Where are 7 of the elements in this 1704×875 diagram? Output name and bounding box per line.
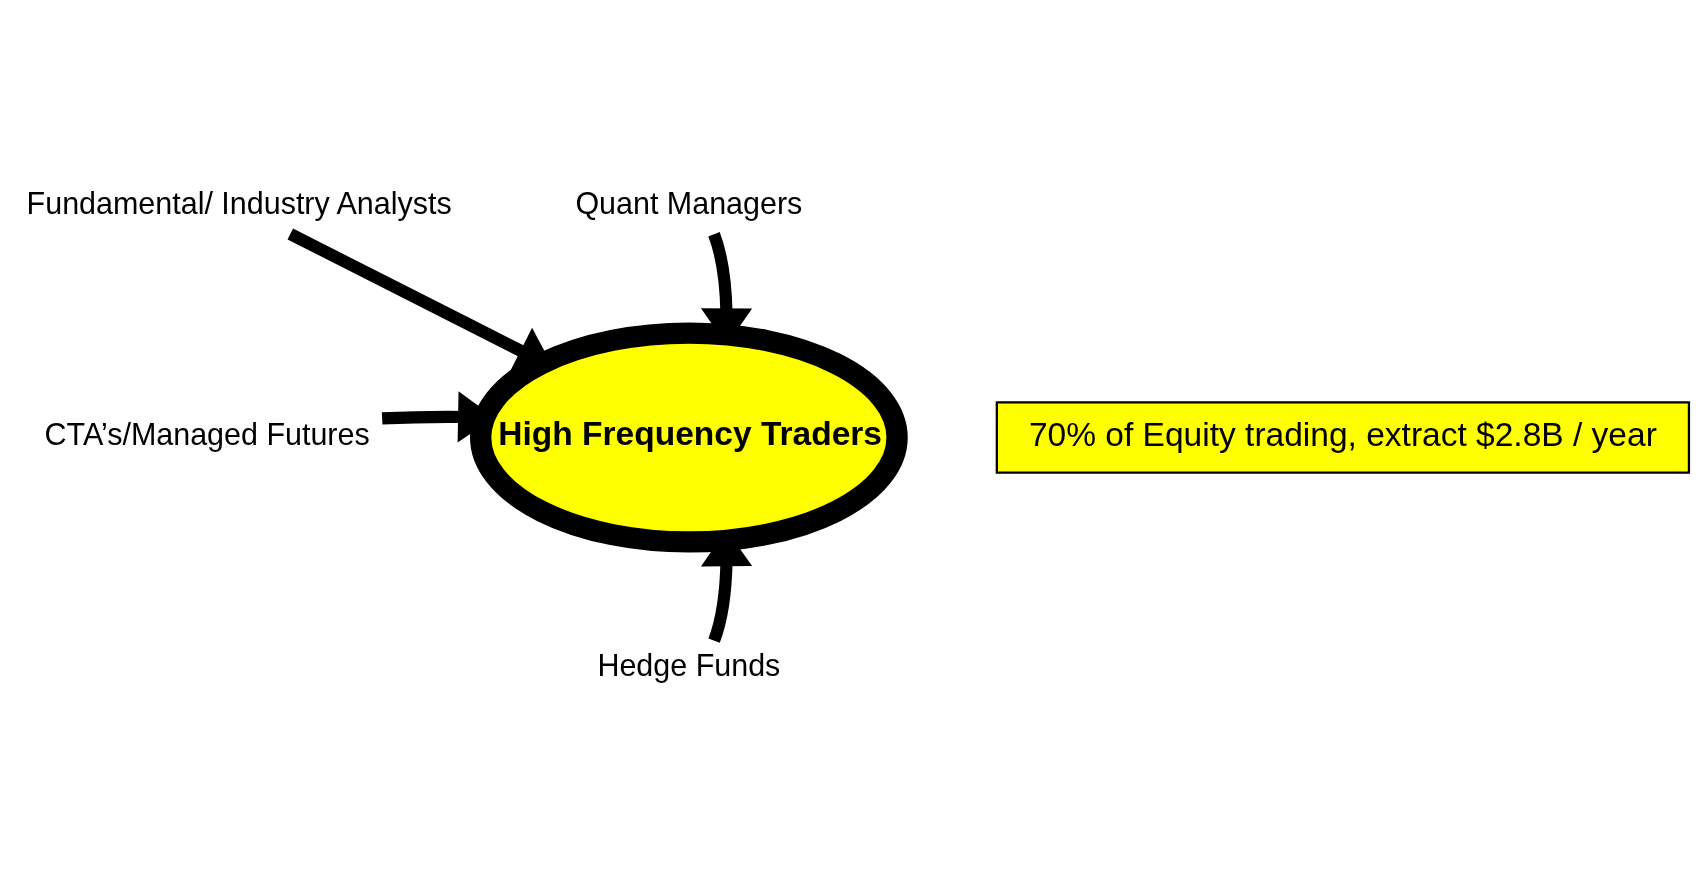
node-ellipse: High Frequency Traders <box>470 322 908 553</box>
node-box: 70% of Equity trading, extract $2.8B / year <box>995 401 1691 474</box>
node-text: Fundamental/ Industry Analysts <box>26 186 452 221</box>
arrow <box>701 529 753 643</box>
node-text: Quant Managers <box>575 186 803 221</box>
node-text: Hedge Funds <box>597 648 781 683</box>
node-text: CTA’s/Managed Futures <box>44 417 370 452</box>
